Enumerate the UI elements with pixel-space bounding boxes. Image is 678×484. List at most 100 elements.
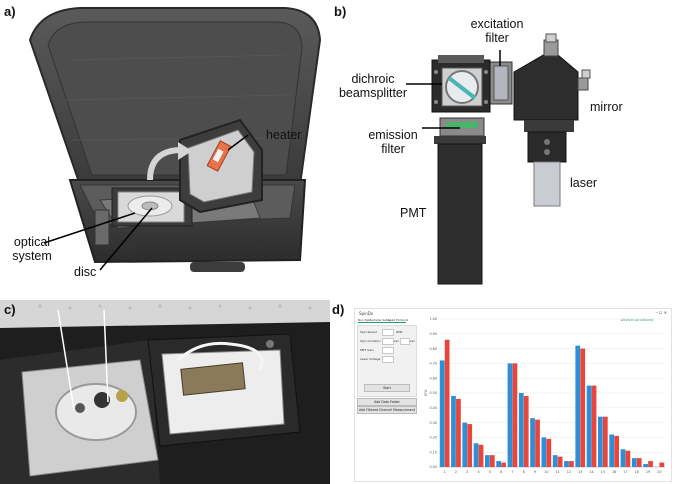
panel-b-label: b): [334, 4, 347, 19]
bar: [485, 455, 490, 467]
panel-c: c): [0, 300, 330, 484]
bar: [501, 462, 506, 467]
tab-run-spin[interactable]: Run Spin: [358, 318, 372, 322]
bar: [557, 456, 563, 467]
x-tick-label: 20: [657, 470, 661, 474]
bar: [462, 422, 468, 467]
y-axis-label: RFU: [424, 389, 428, 396]
window-controls[interactable]: – ☐ ✕: [655, 310, 667, 315]
emission-filter-callout: emission filter: [368, 128, 418, 156]
panel-a-label: a): [4, 4, 16, 19]
bar: [439, 360, 445, 467]
bar: [598, 416, 603, 467]
x-tick-label: 10: [544, 470, 548, 474]
x-tick-label: 11: [555, 470, 559, 474]
dichroic-callout: dichroic beamsplitter: [338, 72, 408, 100]
bar: [473, 443, 479, 467]
y-tick-label: 0.40: [429, 406, 437, 410]
form-label-laser-voltage: Laser Voltage: [360, 357, 381, 361]
add-filtered-measurement-button[interactable]: Add Filtered Channel Measurement: [357, 406, 417, 414]
bar: [546, 438, 552, 467]
add-data-folder-button[interactable]: Add Data Folder: [357, 398, 417, 406]
spin-duration-field-2[interactable]: [400, 338, 410, 345]
bar: [478, 444, 484, 467]
x-tick-label: 7: [511, 470, 513, 474]
bar: [541, 437, 547, 467]
bar: [496, 461, 502, 467]
x-tick-label: 8: [523, 470, 525, 474]
start-button[interactable]: Start: [364, 384, 410, 392]
panel-c-label: c): [4, 302, 16, 317]
device-photo-illustration: [0, 300, 330, 484]
x-tick-label: 3: [466, 470, 468, 474]
x-tick-label: 12: [567, 470, 571, 474]
bar: [631, 458, 637, 467]
x-tick-label: 19: [646, 470, 650, 474]
tab-load-protocol[interactable]: Load Protocol: [388, 318, 409, 322]
bar: [507, 363, 513, 467]
bar: [535, 419, 540, 467]
x-tick-label: 15: [601, 470, 605, 474]
pmt-callout: PMT: [400, 206, 427, 220]
x-tick-label: 1: [444, 470, 446, 474]
bar: [609, 434, 615, 467]
bar: [643, 464, 648, 467]
x-tick-label: 17: [623, 470, 627, 474]
unit-rpm: RPM: [396, 330, 403, 334]
form-label-spin-speed: Spin Speed: [360, 330, 377, 334]
panel-a: a) heater optical system disc: [0, 0, 330, 300]
unit-sec-1: sec: [394, 339, 400, 343]
bar: [456, 398, 461, 467]
bar: [552, 455, 558, 467]
optical-assembly-illustration: [406, 33, 591, 285]
y-tick-label: 0.30: [429, 421, 437, 425]
y-tick-label: 0.00: [429, 465, 437, 469]
software-window: SpinDx – ☐ ✕ Device connected Run Spin S…: [354, 308, 672, 482]
bar: [591, 385, 597, 467]
y-tick-label: 0.10: [429, 450, 437, 454]
bar: [580, 348, 586, 467]
bar: [614, 435, 619, 467]
bar: [564, 461, 569, 467]
bar: [444, 339, 450, 467]
panel-d-label: d): [332, 302, 345, 317]
y-tick-label: 0.50: [429, 391, 437, 395]
y-tick-label: 0.70: [429, 362, 437, 366]
bar: [518, 393, 524, 467]
disc-callout: disc: [74, 265, 97, 279]
excitation-filter-callout: excitation filter: [470, 17, 524, 45]
x-tick-label: 18: [635, 470, 639, 474]
y-tick-label: 0.60: [429, 376, 437, 380]
heater-callout: heater: [266, 128, 302, 142]
bar: [530, 418, 535, 467]
x-tick-label: 13: [578, 470, 582, 474]
laser-voltage-field[interactable]: [382, 356, 394, 363]
bar: [602, 416, 608, 467]
mirror-callout: mirror: [590, 100, 623, 114]
connection-status: Device connected: [620, 318, 653, 322]
bar: [620, 449, 626, 467]
optical-system-callout: optical system: [12, 235, 52, 263]
bar: [575, 345, 581, 467]
bar: [512, 363, 518, 467]
x-tick-label: 14: [589, 470, 593, 474]
form-label-pmt-gain: PMT Gain: [360, 348, 375, 352]
panel-d: d) SpinDx – ☐ ✕ Device connected Run Spi…: [330, 300, 678, 484]
spin-speed-field[interactable]: [382, 329, 394, 336]
y-tick-label: 0.80: [429, 347, 437, 351]
x-tick-label: 4: [477, 470, 479, 474]
x-tick-label: 16: [612, 470, 616, 474]
bar: [467, 424, 473, 467]
tab-sample-setup[interactable]: Sample Setup: [370, 318, 391, 322]
spin-duration-field[interactable]: [382, 338, 394, 345]
pmt-gain-field[interactable]: [382, 347, 394, 354]
bar: [523, 395, 529, 467]
laser-callout: laser: [570, 176, 598, 190]
bar: [648, 461, 653, 467]
bar: [569, 461, 574, 467]
settings-form: Spin Speed RPM Spin Duration sec sec PMT…: [357, 325, 417, 397]
bar-chart: 0.000.100.200.300.400.500.600.700.800.90…: [424, 317, 665, 474]
bar: [625, 450, 631, 467]
x-tick-label: 2: [455, 470, 457, 474]
x-tick-label: 6: [500, 470, 502, 474]
